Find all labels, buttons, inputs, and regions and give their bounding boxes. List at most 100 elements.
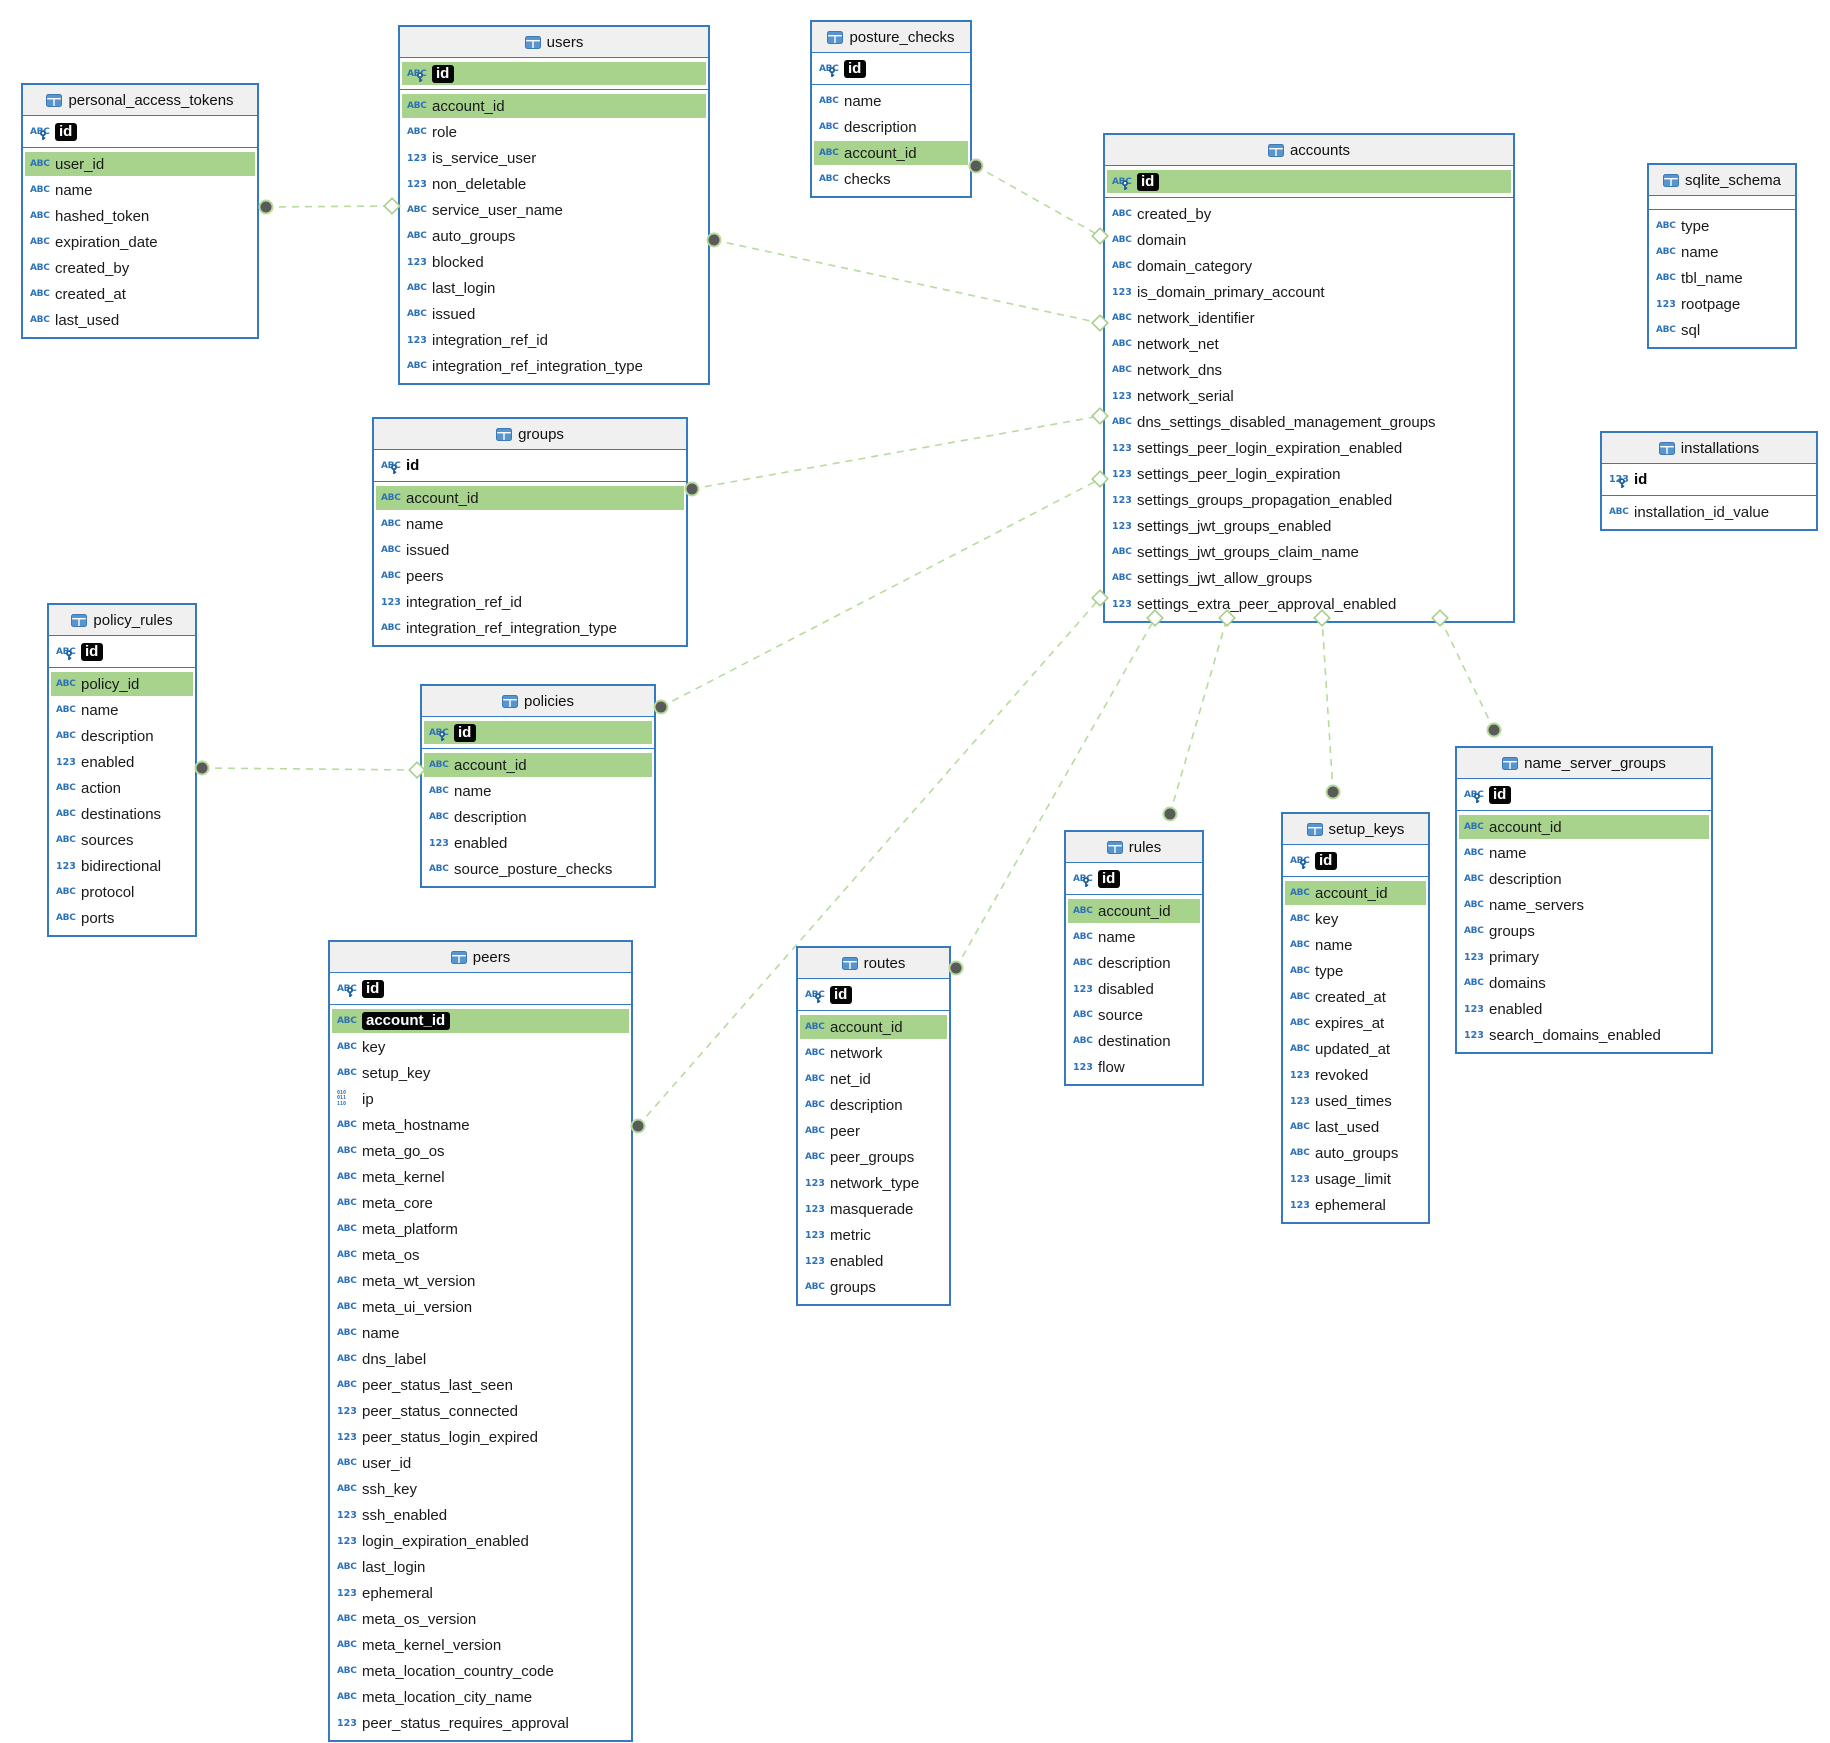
table-header-posture_checks[interactable]: posture_checks xyxy=(812,22,970,53)
table-header-accounts[interactable]: accounts xyxy=(1105,135,1513,166)
table-header-policy_rules[interactable]: policy_rules xyxy=(49,605,195,636)
pk-row-sqlite_schema[interactable] xyxy=(1649,196,1795,210)
table-header-policies[interactable]: policies xyxy=(422,686,654,717)
table-header-routes[interactable]: routes xyxy=(798,948,949,979)
table-header-sqlite_schema[interactable]: sqlite_schema xyxy=(1649,165,1795,196)
table-header-setup_keys[interactable]: setup_keys xyxy=(1283,814,1428,845)
table-header-peers[interactable]: peers xyxy=(330,942,631,973)
